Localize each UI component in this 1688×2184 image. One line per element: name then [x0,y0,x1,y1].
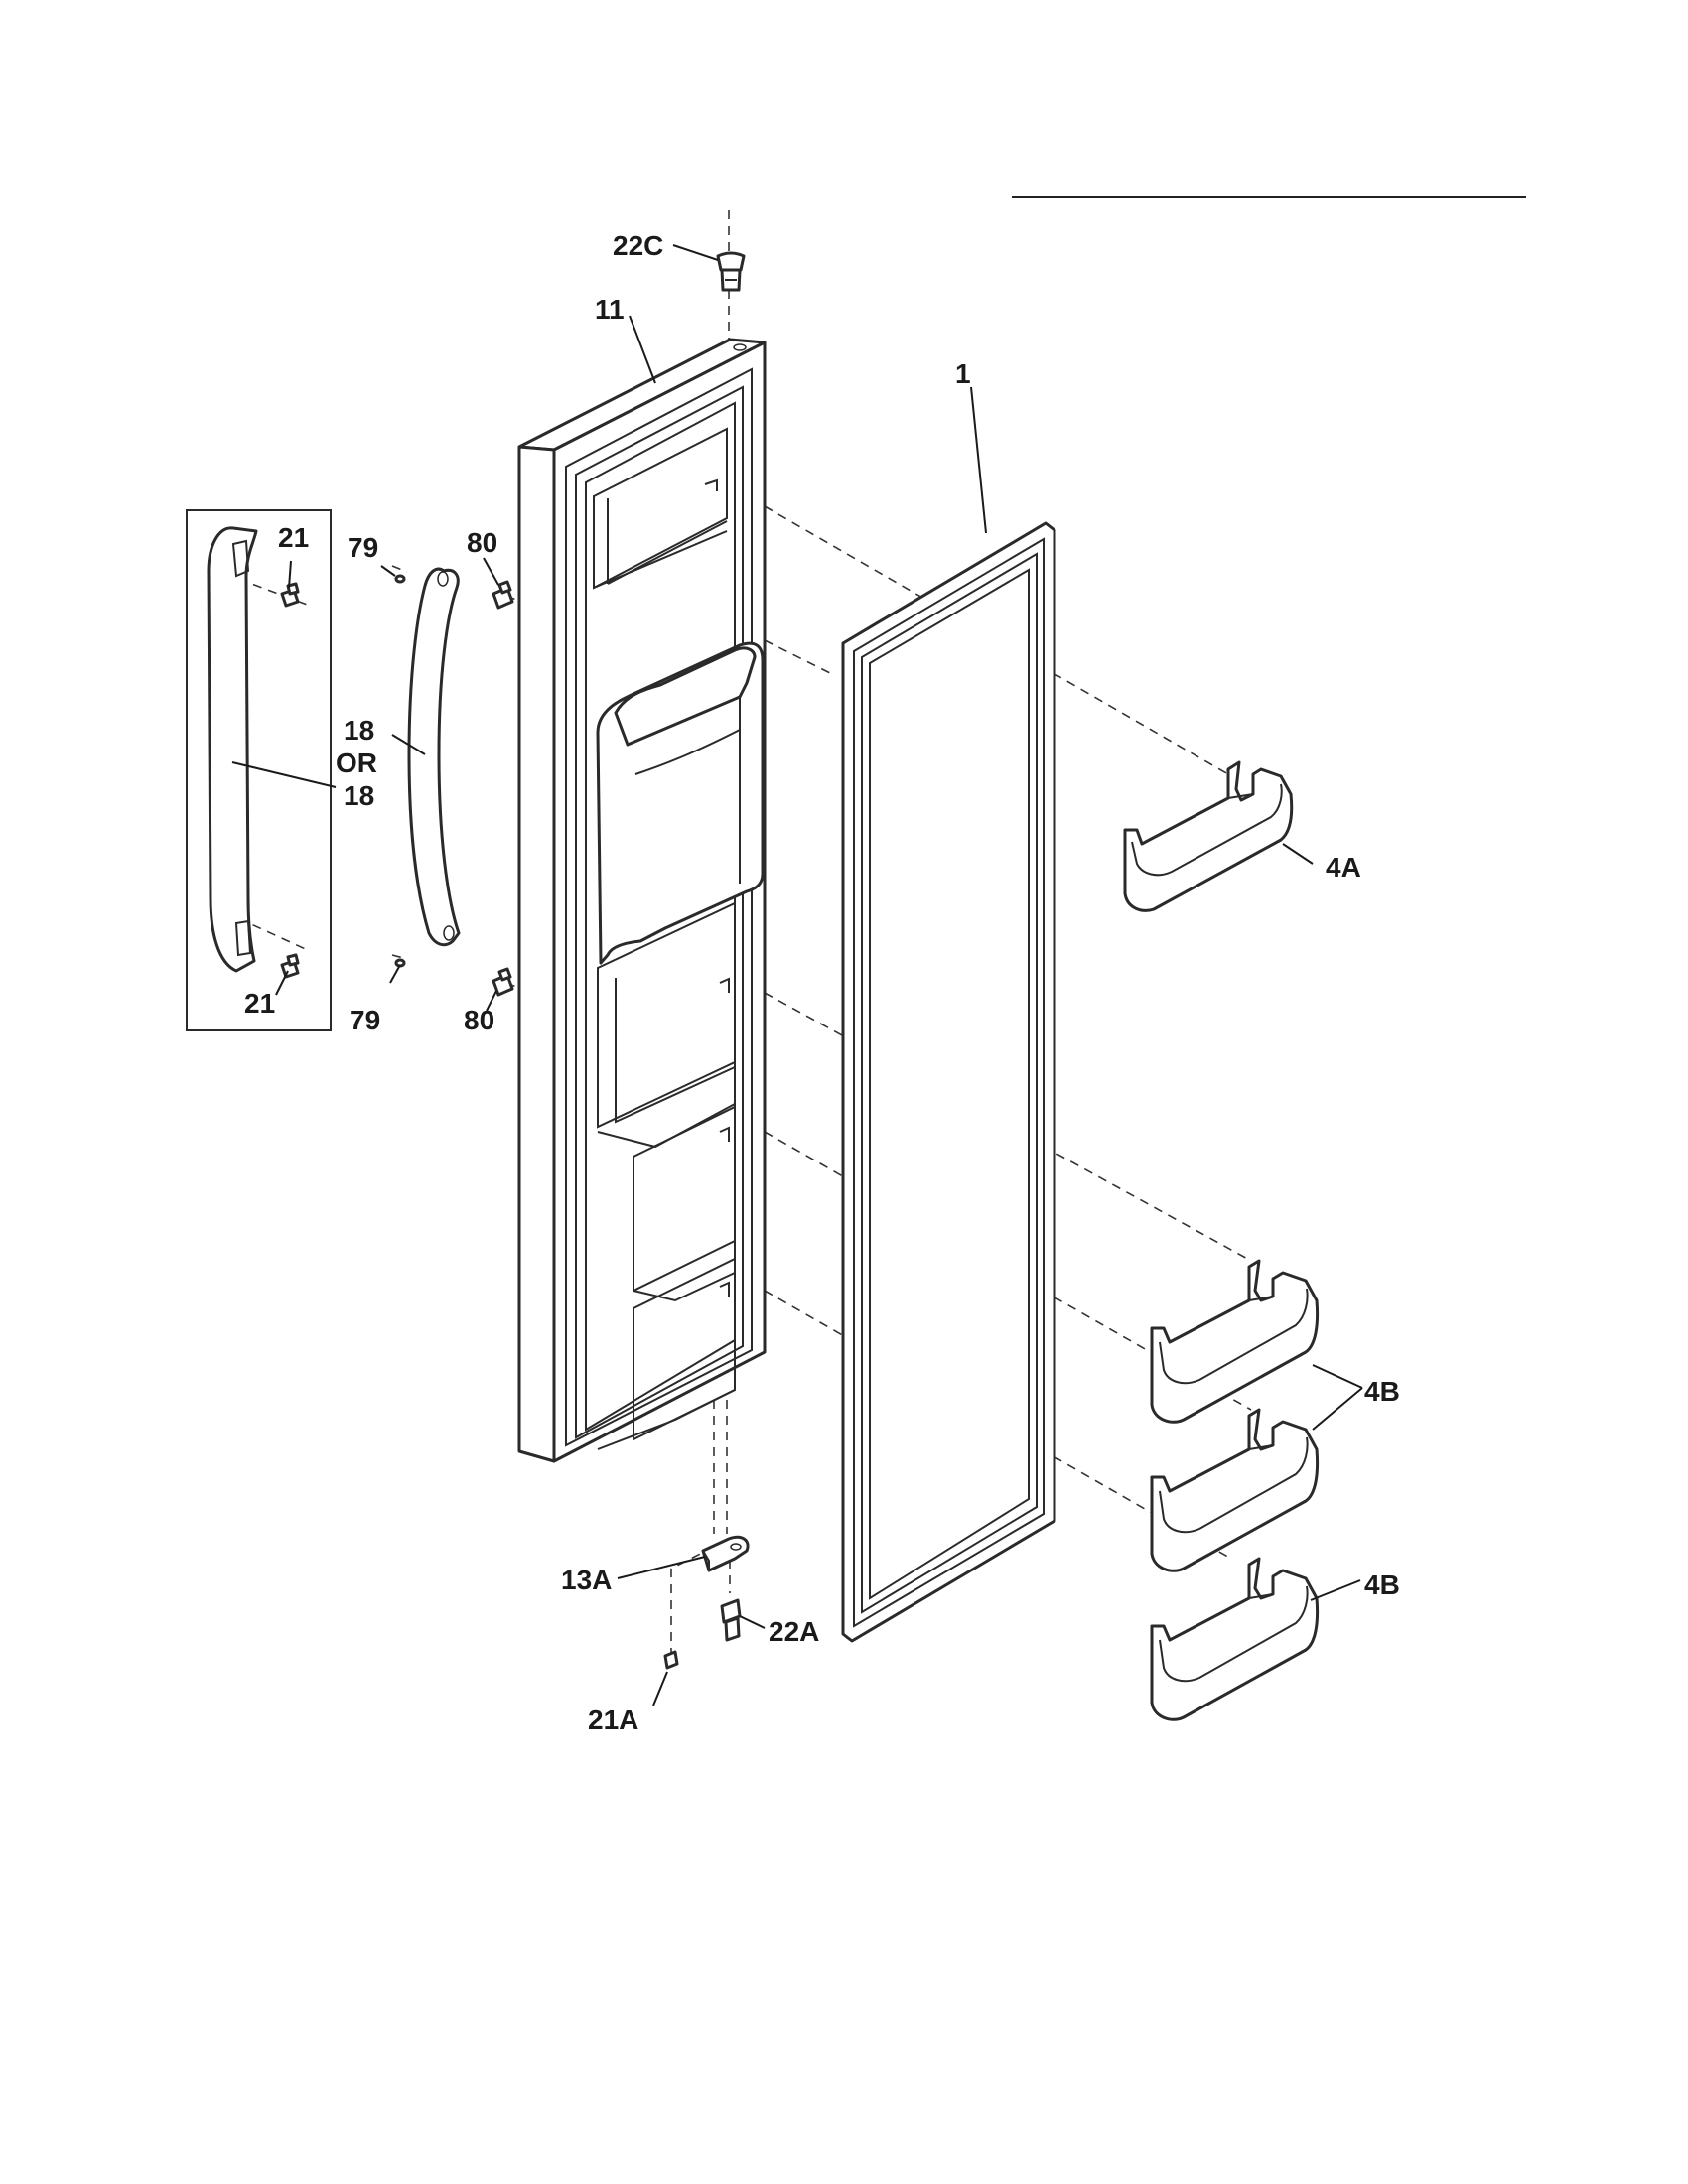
part-79-screw-top [394,574,406,584]
part-80-stud-bottom [492,967,514,997]
part-1-gasket [841,521,1056,1643]
part-4b-bin-1 [1150,1259,1320,1424]
part-11-door [517,338,767,1463]
part-4a-bin [1123,760,1294,912]
label-18-b: 18 [344,780,374,811]
part-4b-bin-2 [1150,1408,1320,1572]
leader-lines [231,244,1363,1706]
label-4b-a: 4B [1364,1376,1400,1407]
label-79-bottom: 79 [350,1005,380,1035]
label-11: 11 [595,294,625,325]
part-80-stud-top [492,580,514,610]
label-21-top: 21 [278,522,309,553]
part-21-screw-top [280,582,300,608]
handle-inset-box [186,509,332,1031]
part-21a-screw [663,1650,679,1670]
label-79-top: 79 [348,532,378,563]
label-21-bottom: 21 [244,988,275,1019]
label-22c: 22C [613,230,663,261]
part-22c-plug [716,251,746,292]
label-80-top: 80 [467,527,497,558]
label-22a: 22A [769,1616,819,1647]
label-13a: 13A [561,1565,612,1595]
label-18-a: 18 [344,715,374,746]
label-or: OR [336,748,377,778]
label-21a: 21A [588,1705,638,1735]
label-80-bottom: 80 [464,1005,494,1035]
label-4a: 4A [1326,852,1361,883]
part-18-handle-boxed [207,526,258,973]
label-4b-b: 4B [1364,1570,1400,1600]
part-22a-bushing [720,1598,742,1642]
part-13a-hinge [701,1535,750,1572]
part-4b-bin-3 [1150,1557,1320,1721]
label-1: 1 [955,358,971,389]
part-21-screw-bottom [280,953,300,979]
part-18-handle-alt [407,567,461,947]
